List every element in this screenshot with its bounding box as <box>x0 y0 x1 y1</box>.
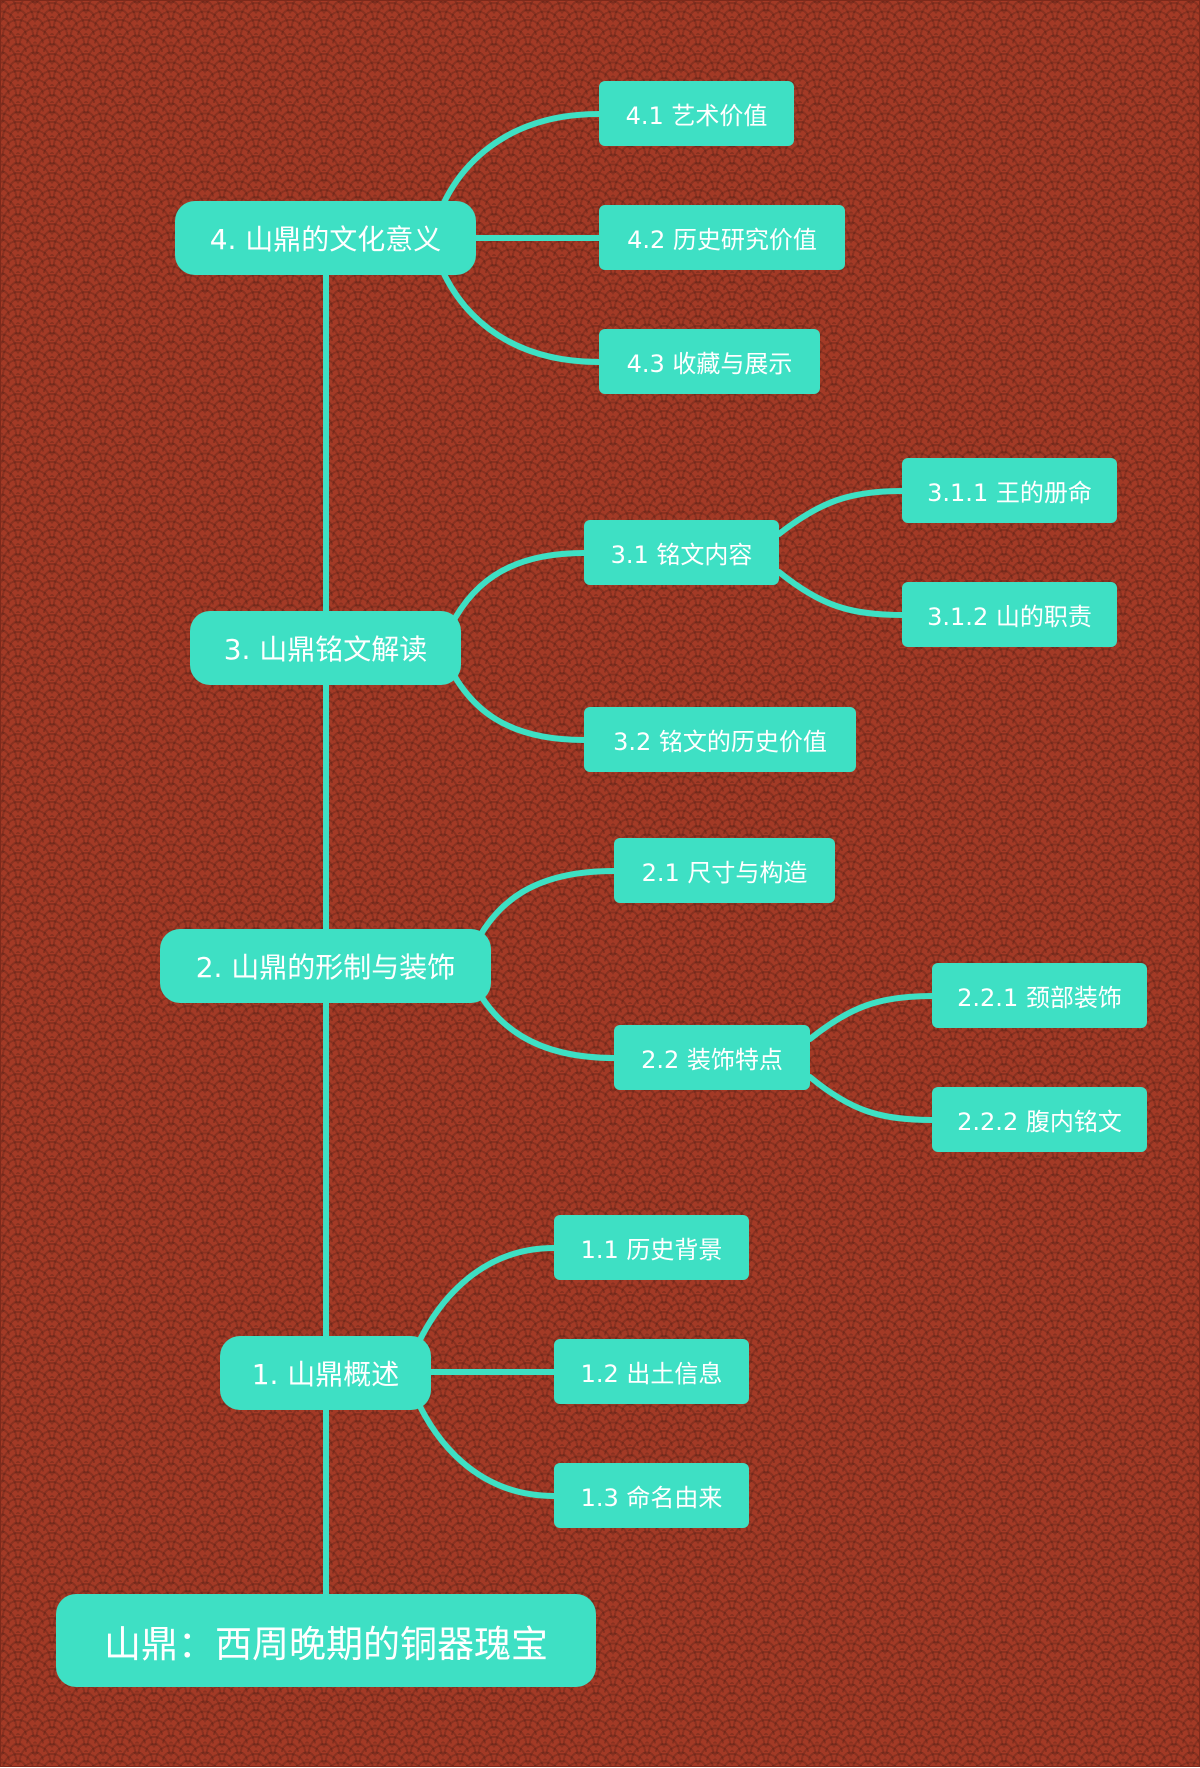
branch-node-3[interactable]: 3. 山鼎铭文解读 <box>190 611 461 685</box>
node-1-2[interactable]: 1.2 出土信息 <box>554 1339 749 1404</box>
node-1-1[interactable]: 1.1 历史背景 <box>554 1215 749 1280</box>
branch-node-2[interactable]: 2. 山鼎的形制与装饰 <box>160 929 491 1003</box>
node-4-3[interactable]: 4.3 收藏与展示 <box>599 329 820 394</box>
connector-2-2-2 <box>807 1074 935 1123</box>
node-2-2[interactable]: 2.2 装饰特点 <box>614 1025 810 1090</box>
node-3-1-1[interactable]: 3.1.1 王的册命 <box>902 458 1117 523</box>
node-1-3[interactable]: 1.3 命名由来 <box>554 1463 749 1528</box>
node-2-2-1[interactable]: 2.2.1 颈部装饰 <box>932 963 1147 1028</box>
root-topic[interactable]: 山鼎：西周晚期的铜器瑰宝 <box>56 1594 596 1687</box>
connector-2-2-1 <box>807 993 935 1042</box>
branch-node-4[interactable]: 4. 山鼎的文化意义 <box>175 201 476 275</box>
node-3-1-2[interactable]: 3.1.2 山的职责 <box>902 582 1117 647</box>
node-2-2-2[interactable]: 2.2.2 腹内铭文 <box>932 1087 1147 1152</box>
connector-3-1-2 <box>776 569 905 618</box>
node-3-1[interactable]: 3.1 铭文内容 <box>584 520 779 585</box>
connector-3-1-1 <box>776 488 905 537</box>
connector-3-1 <box>438 550 587 651</box>
node-3-2[interactable]: 3.2 铭文的历史价值 <box>584 707 856 772</box>
node-2-1[interactable]: 2.1 尺寸与构造 <box>614 838 835 903</box>
node-4-2[interactable]: 4.2 历史研究价值 <box>599 205 845 270</box>
node-4-1[interactable]: 4.1 艺术价值 <box>599 81 794 146</box>
branch-node-1[interactable]: 1. 山鼎概述 <box>220 1336 431 1410</box>
connector-3-2 <box>438 645 587 743</box>
